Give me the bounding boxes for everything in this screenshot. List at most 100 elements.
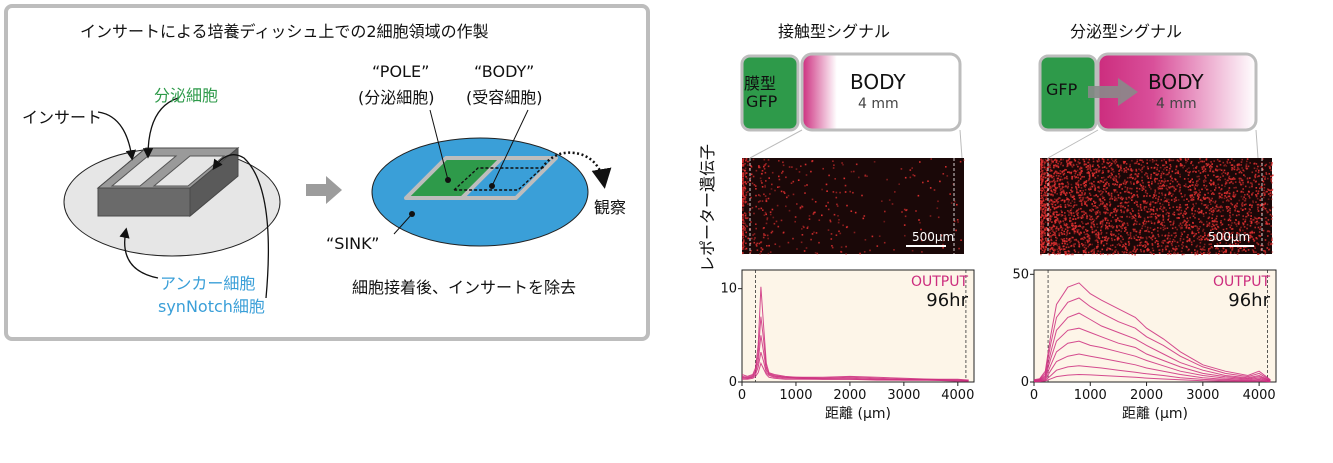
- micrograph-speck: [1079, 231, 1082, 233]
- micrograph-speck: [1269, 192, 1271, 195]
- annotation-output: OUTPUT: [1213, 274, 1271, 290]
- micrograph-speck: [1176, 241, 1179, 244]
- micrograph-speck: [744, 187, 747, 190]
- micrograph-speck: [1166, 166, 1168, 168]
- micrograph-speck: [859, 252, 861, 255]
- micrograph-speck: [1128, 176, 1131, 179]
- micrograph-speck: [1060, 158, 1062, 160]
- micrograph-speck: [1085, 204, 1088, 206]
- micrograph-speck: [1120, 209, 1122, 211]
- micrograph-speck: [1084, 203, 1087, 205]
- micrograph-speck: [1057, 198, 1059, 200]
- micrograph-speck: [804, 192, 806, 194]
- micrograph-speck: [1082, 238, 1085, 241]
- micrograph-speck: [1106, 181, 1108, 184]
- micrograph-speck: [1147, 243, 1150, 245]
- micrograph-speck: [1256, 168, 1258, 170]
- micrograph-speck: [1041, 160, 1043, 163]
- micrograph-speck: [1042, 243, 1045, 245]
- micrograph-speck: [1146, 248, 1148, 251]
- micrograph-speck: [1126, 187, 1129, 189]
- micrograph-speck: [1049, 248, 1051, 251]
- micrograph-speck: [1267, 230, 1269, 232]
- micrograph-speck: [1231, 178, 1234, 180]
- micrograph-speck: [1207, 174, 1209, 176]
- micrograph-speck: [763, 158, 766, 161]
- micrograph-speck: [1201, 200, 1203, 202]
- micrograph-speck: [1191, 232, 1193, 235]
- micrograph-speck: [1100, 241, 1103, 244]
- micrograph-speck: [1051, 252, 1054, 254]
- micrograph-speck: [956, 219, 959, 221]
- micrograph-speck: [1267, 188, 1269, 190]
- micrograph-speck: [1081, 227, 1084, 230]
- micrograph-speck: [1084, 181, 1087, 183]
- micrograph-speck: [1114, 246, 1117, 248]
- micrograph-speck: [1049, 235, 1051, 237]
- micrograph-speck: [1085, 163, 1087, 166]
- micrograph-speck: [1268, 165, 1270, 168]
- micrograph-speck: [1138, 163, 1140, 165]
- micrograph-speck: [1134, 219, 1137, 222]
- micrograph-speck: [1050, 187, 1053, 189]
- micrograph-speck: [1224, 185, 1226, 188]
- micrograph-speck: [1084, 241, 1087, 244]
- micrograph-speck: [1161, 203, 1164, 206]
- micrograph-speck: [1055, 207, 1058, 209]
- micrograph-speck: [1189, 194, 1191, 197]
- micrograph-speck: [1240, 191, 1242, 193]
- micrograph-speck: [1114, 198, 1116, 200]
- micrograph-speck: [1048, 183, 1050, 185]
- micrograph-speck: [1045, 239, 1047, 242]
- micrograph-speck: [1049, 244, 1051, 247]
- micrograph-speck: [1220, 220, 1222, 222]
- micrograph-speck: [1117, 237, 1119, 240]
- micrograph-speck: [1042, 173, 1045, 175]
- micrograph-speck: [1160, 180, 1163, 183]
- micrograph-speck: [1056, 159, 1058, 162]
- micrograph-speck: [1075, 238, 1077, 241]
- micrograph-speck: [749, 176, 752, 179]
- micrograph-speck: [1238, 222, 1240, 224]
- micrograph-speck: [1228, 195, 1231, 198]
- micrograph-speck: [1157, 164, 1159, 167]
- micrograph-speck: [960, 239, 962, 241]
- micrograph-speck: [744, 214, 747, 217]
- micrograph-speck: [1216, 158, 1219, 161]
- micrograph-speck: [1067, 201, 1070, 203]
- micrograph-speck: [1185, 212, 1188, 214]
- micrograph-speck: [1199, 194, 1201, 196]
- micrograph-speck: [783, 191, 785, 193]
- micrograph-speck: [1172, 159, 1175, 162]
- micrograph-speck: [1253, 239, 1256, 242]
- micrograph-speck: [1116, 164, 1119, 167]
- micrograph-speck: [1041, 238, 1044, 240]
- secreted-body-size: 4 mm: [1156, 96, 1197, 112]
- micrograph-speck: [1219, 164, 1222, 166]
- micrograph-speck: [1041, 215, 1043, 217]
- micrograph-speck: [1212, 181, 1215, 184]
- micrograph-speck: [1081, 170, 1083, 172]
- micrograph-speck: [1175, 234, 1177, 237]
- micrograph-speck: [1040, 189, 1042, 191]
- micrograph-speck: [1064, 206, 1067, 208]
- micrograph-speck: [1052, 224, 1055, 227]
- micrograph-speck: [1058, 221, 1060, 223]
- micrograph-speck: [1230, 198, 1232, 201]
- micrograph-speck: [1088, 176, 1091, 178]
- micrograph-speck: [1109, 203, 1112, 206]
- micrograph-speck: [1057, 214, 1059, 216]
- micrograph-speck: [769, 211, 772, 213]
- micrograph-speck: [1251, 182, 1253, 185]
- micrograph-speck: [742, 252, 744, 255]
- micrograph-speck: [1042, 235, 1044, 237]
- micrograph-speck: [1047, 234, 1049, 236]
- micrograph-speck: [1117, 166, 1120, 168]
- micrograph-speck: [1049, 180, 1051, 183]
- micrograph-speck: [1081, 194, 1084, 196]
- micrograph-speck: [1133, 194, 1135, 196]
- micrograph-speck: [1091, 243, 1093, 246]
- micrograph-speck: [1136, 180, 1139, 182]
- micrograph-speck: [1188, 227, 1190, 229]
- micrograph-speck: [1228, 178, 1231, 180]
